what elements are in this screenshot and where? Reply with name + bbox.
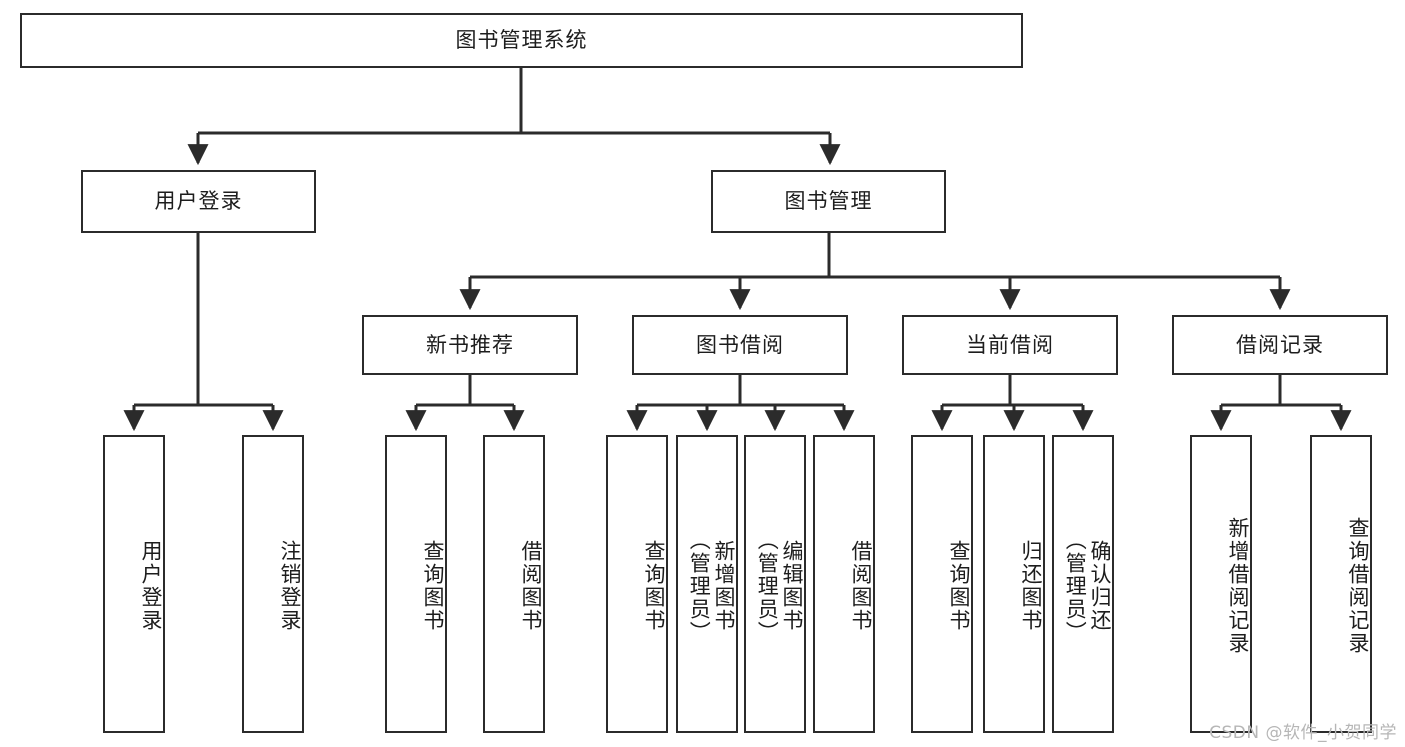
- leaf-query-borrow-record[interactable]: 查询借阅记录: [1310, 435, 1372, 733]
- node-book-borrow[interactable]: 图书借阅: [632, 315, 848, 375]
- node-user-login-label: 用户登录: [154, 189, 243, 214]
- leaf-query-book-current[interactable]: 查询图书: [911, 435, 973, 733]
- leaf-query-book-borrow[interactable]: 查询图书: [606, 435, 668, 733]
- node-borrow-record[interactable]: 借阅记录: [1172, 315, 1388, 375]
- leaf-add-borrow-record-label: 新增借阅记录: [1226, 517, 1250, 655]
- leaf-logout[interactable]: 注销登录: [242, 435, 304, 733]
- leaf-add-borrow-record[interactable]: 新增借阅记录: [1190, 435, 1252, 733]
- leaf-confirm-return-admin[interactable]: 确认归还 （管理员）: [1052, 435, 1114, 733]
- node-current-borrow-label: 当前借阅: [966, 332, 1054, 357]
- node-book-management-label: 图书管理: [784, 189, 873, 214]
- node-new-book-recommend-label: 新书推荐: [426, 332, 514, 357]
- leaf-query-book-borrow-label: 查询图书: [642, 540, 666, 632]
- node-root-label: 图书管理系统: [455, 28, 588, 53]
- leaf-query-borrow-record-label: 查询借阅记录: [1346, 517, 1370, 655]
- leaf-return-book-label: 归还图书: [1019, 540, 1043, 632]
- node-book-management[interactable]: 图书管理: [711, 170, 946, 233]
- node-current-borrow[interactable]: 当前借阅: [902, 315, 1118, 375]
- node-new-book-recommend[interactable]: 新书推荐: [362, 315, 578, 375]
- leaf-edit-book-admin-label: 编辑图书 （管理员）: [755, 528, 804, 644]
- leaf-query-book-recommend[interactable]: 查询图书: [385, 435, 447, 733]
- node-book-borrow-label: 图书借阅: [696, 332, 784, 357]
- leaf-add-book-admin[interactable]: 新增图书 （管理员）: [676, 435, 738, 733]
- leaf-borrow-book-recommend-label: 借阅图书: [519, 540, 543, 632]
- leaf-borrow-book-label: 借阅图书: [849, 540, 873, 632]
- leaf-confirm-return-admin-label: 确认归还 （管理员）: [1063, 528, 1112, 644]
- csdn-watermark: CSDN @软件_小贺同学: [1209, 723, 1397, 743]
- leaf-logout-label: 注销登录: [278, 540, 302, 632]
- leaf-borrow-book[interactable]: 借阅图书: [813, 435, 875, 733]
- leaf-user-login-label: 用户登录: [139, 540, 163, 632]
- node-user-login[interactable]: 用户登录: [81, 170, 316, 233]
- leaf-return-book[interactable]: 归还图书: [983, 435, 1045, 733]
- leaf-user-login[interactable]: 用户登录: [103, 435, 165, 733]
- node-root[interactable]: 图书管理系统: [20, 13, 1023, 68]
- leaf-query-book-recommend-label: 查询图书: [421, 540, 445, 632]
- leaf-add-book-admin-label: 新增图书 （管理员）: [687, 528, 736, 644]
- node-borrow-record-label: 借阅记录: [1236, 332, 1324, 357]
- leaf-edit-book-admin[interactable]: 编辑图书 （管理员）: [744, 435, 806, 733]
- leaf-query-book-current-label: 查询图书: [947, 540, 971, 632]
- leaf-borrow-book-recommend[interactable]: 借阅图书: [483, 435, 545, 733]
